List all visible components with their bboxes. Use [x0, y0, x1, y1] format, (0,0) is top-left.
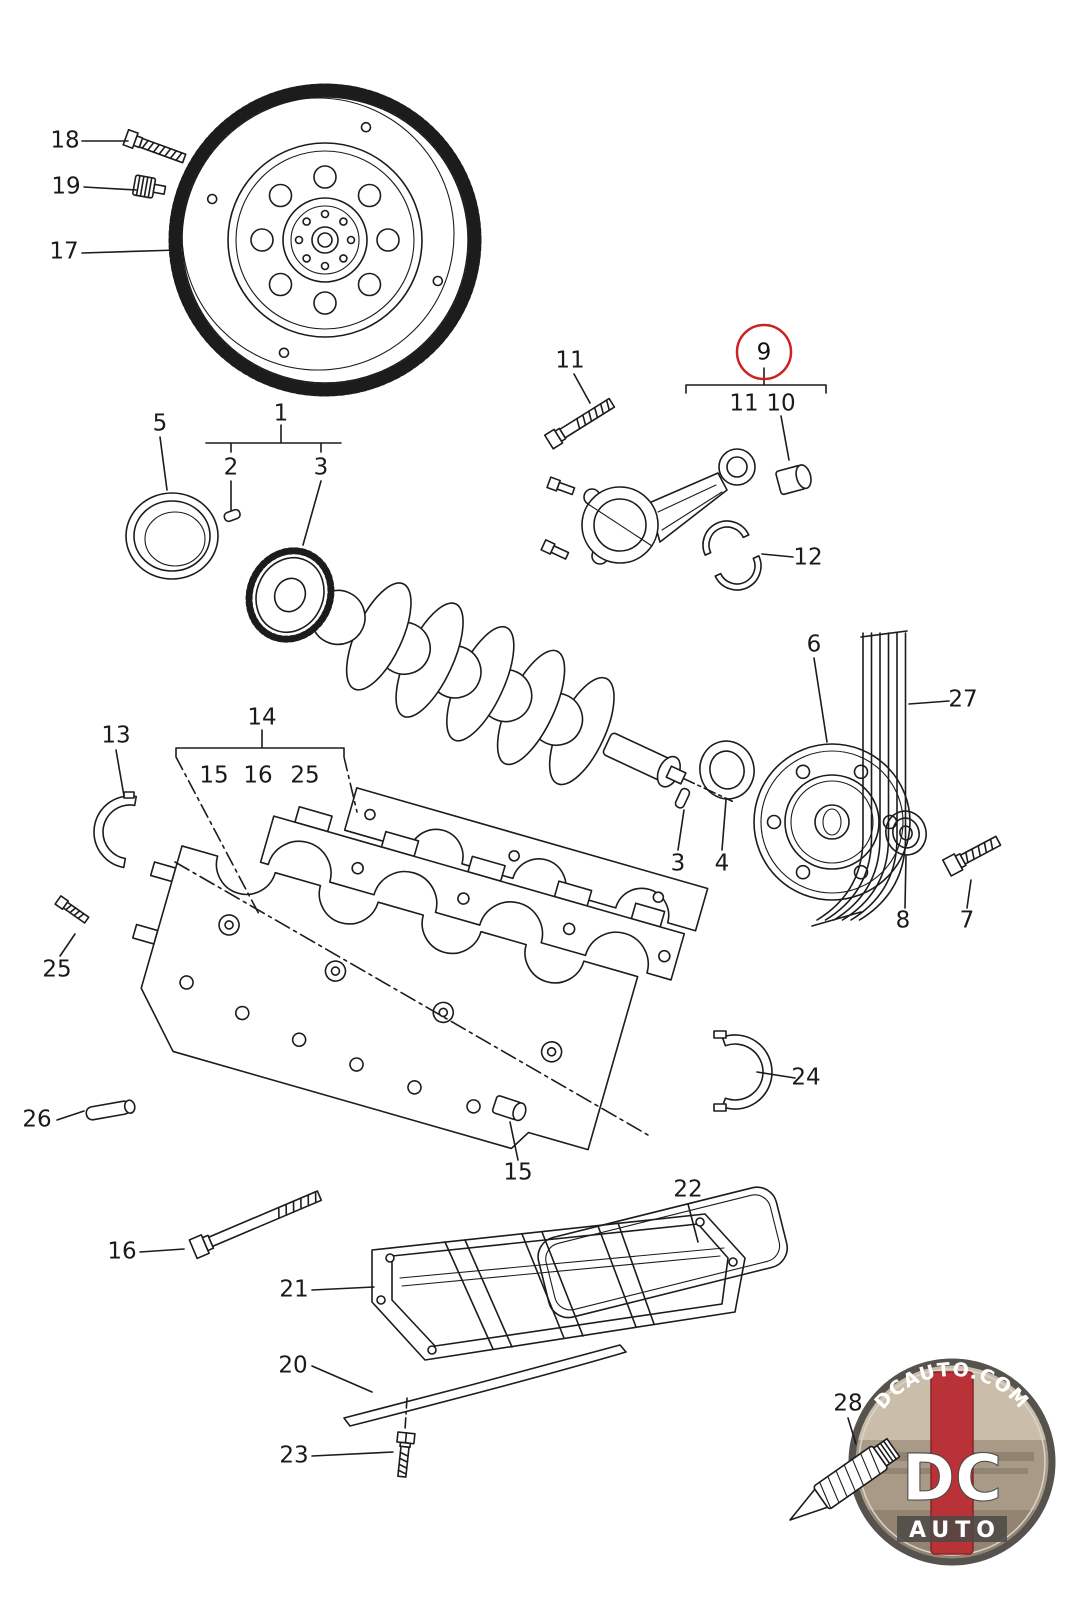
rod-bolt-drawing	[543, 397, 616, 450]
rod-bearing-shells-drawing	[702, 520, 762, 591]
pan-bolt-drawing	[396, 1431, 416, 1478]
stud-25-drawing	[54, 895, 90, 924]
pulley-bolt-drawing	[941, 835, 1002, 877]
crankshaft-pulley-drawing	[753, 743, 911, 901]
part-label-5[interactable]: 5	[152, 410, 168, 437]
dowel-pin-3-drawing	[674, 787, 691, 809]
pulley-hub-seal-drawing	[885, 810, 927, 856]
part-label-17[interactable]: 17	[49, 238, 79, 265]
part-label-9-highlighted[interactable]: 9	[756, 339, 772, 366]
part-label-1[interactable]: 1	[273, 400, 289, 427]
part-label-3-a[interactable]: 3	[313, 454, 329, 481]
main-bearing-shell-drawing	[93, 791, 138, 869]
part-label-7[interactable]: 7	[959, 907, 975, 934]
bushing-15-drawing	[491, 1095, 527, 1122]
watermark-auto-text: AUTO	[909, 1518, 1001, 1543]
part-label-3-b[interactable]: 3	[670, 850, 686, 877]
leader-lines	[56, 140, 972, 1457]
part-label-21[interactable]: 21	[279, 1276, 309, 1303]
part-label-19[interactable]: 19	[51, 173, 81, 200]
part-label-10[interactable]: 10	[766, 390, 796, 417]
part-label-27[interactable]: 27	[948, 686, 978, 713]
bracket-group-14	[175, 729, 358, 917]
thrust-bearing-drawing	[713, 1030, 773, 1112]
gasket-20-drawing	[343, 1344, 627, 1427]
connecting-rod-drawing	[540, 448, 756, 565]
part-label-11-a[interactable]: 11	[555, 347, 585, 374]
part-label-24[interactable]: 24	[791, 1064, 821, 1091]
part-label-13[interactable]: 13	[101, 722, 131, 749]
watermark-dc-text: DC	[902, 1442, 1002, 1516]
part-label-6[interactable]: 6	[806, 631, 822, 658]
crankcase-bolt-drawing	[188, 1190, 323, 1260]
part-label-8[interactable]: 8	[895, 907, 911, 934]
part-label-11-b[interactable]: 11	[729, 390, 759, 417]
part-label-25-b[interactable]: 25	[42, 956, 72, 983]
dowel-pin-2-drawing	[223, 508, 241, 523]
part-label-18[interactable]: 18	[50, 127, 80, 154]
part-label-23[interactable]: 23	[279, 1442, 309, 1469]
part-label-16-b[interactable]: 16	[107, 1238, 137, 1265]
part-label-25-a[interactable]: 25	[290, 762, 320, 789]
part-label-15-b[interactable]: 15	[503, 1159, 533, 1186]
bracket-group-9	[685, 367, 827, 394]
crankcase-drawing	[131, 787, 709, 1151]
crankcase-centerline	[174, 861, 649, 1136]
part-label-14[interactable]: 14	[247, 704, 277, 731]
part-label-15-a[interactable]: 15	[199, 762, 229, 789]
piston-pin-bushing-drawing	[775, 464, 812, 496]
gasket-22-drawing	[537, 1186, 789, 1319]
flywheel-drawing	[168, 83, 482, 397]
highlight-circle	[735, 323, 793, 381]
part-label-12[interactable]: 12	[793, 544, 823, 571]
crankshaft-drawing	[245, 547, 734, 803]
crankshaft-seal-drawing	[125, 492, 219, 580]
dcauto-watermark: DCAUTO.COM DC AUTO	[848, 1358, 1056, 1566]
part-label-20[interactable]: 20	[278, 1352, 308, 1379]
part-label-2[interactable]: 2	[223, 454, 239, 481]
pilot-bearing-drawing	[132, 174, 167, 199]
bracket-group-1	[205, 424, 342, 453]
flywheel-bolt-drawing	[122, 128, 187, 164]
part-label-26[interactable]: 26	[22, 1106, 52, 1133]
part-label-22[interactable]: 22	[673, 1176, 703, 1203]
dowel-sleeve-26-drawing	[85, 1099, 136, 1121]
oil-baffle-drawing	[371, 1213, 746, 1361]
sealant-tube-drawing	[789, 1437, 901, 1521]
part-label-28[interactable]: 28	[833, 1390, 863, 1417]
part-label-4[interactable]: 4	[714, 850, 730, 877]
seal-4-drawing	[699, 740, 755, 800]
part-label-16-a[interactable]: 16	[243, 762, 273, 789]
